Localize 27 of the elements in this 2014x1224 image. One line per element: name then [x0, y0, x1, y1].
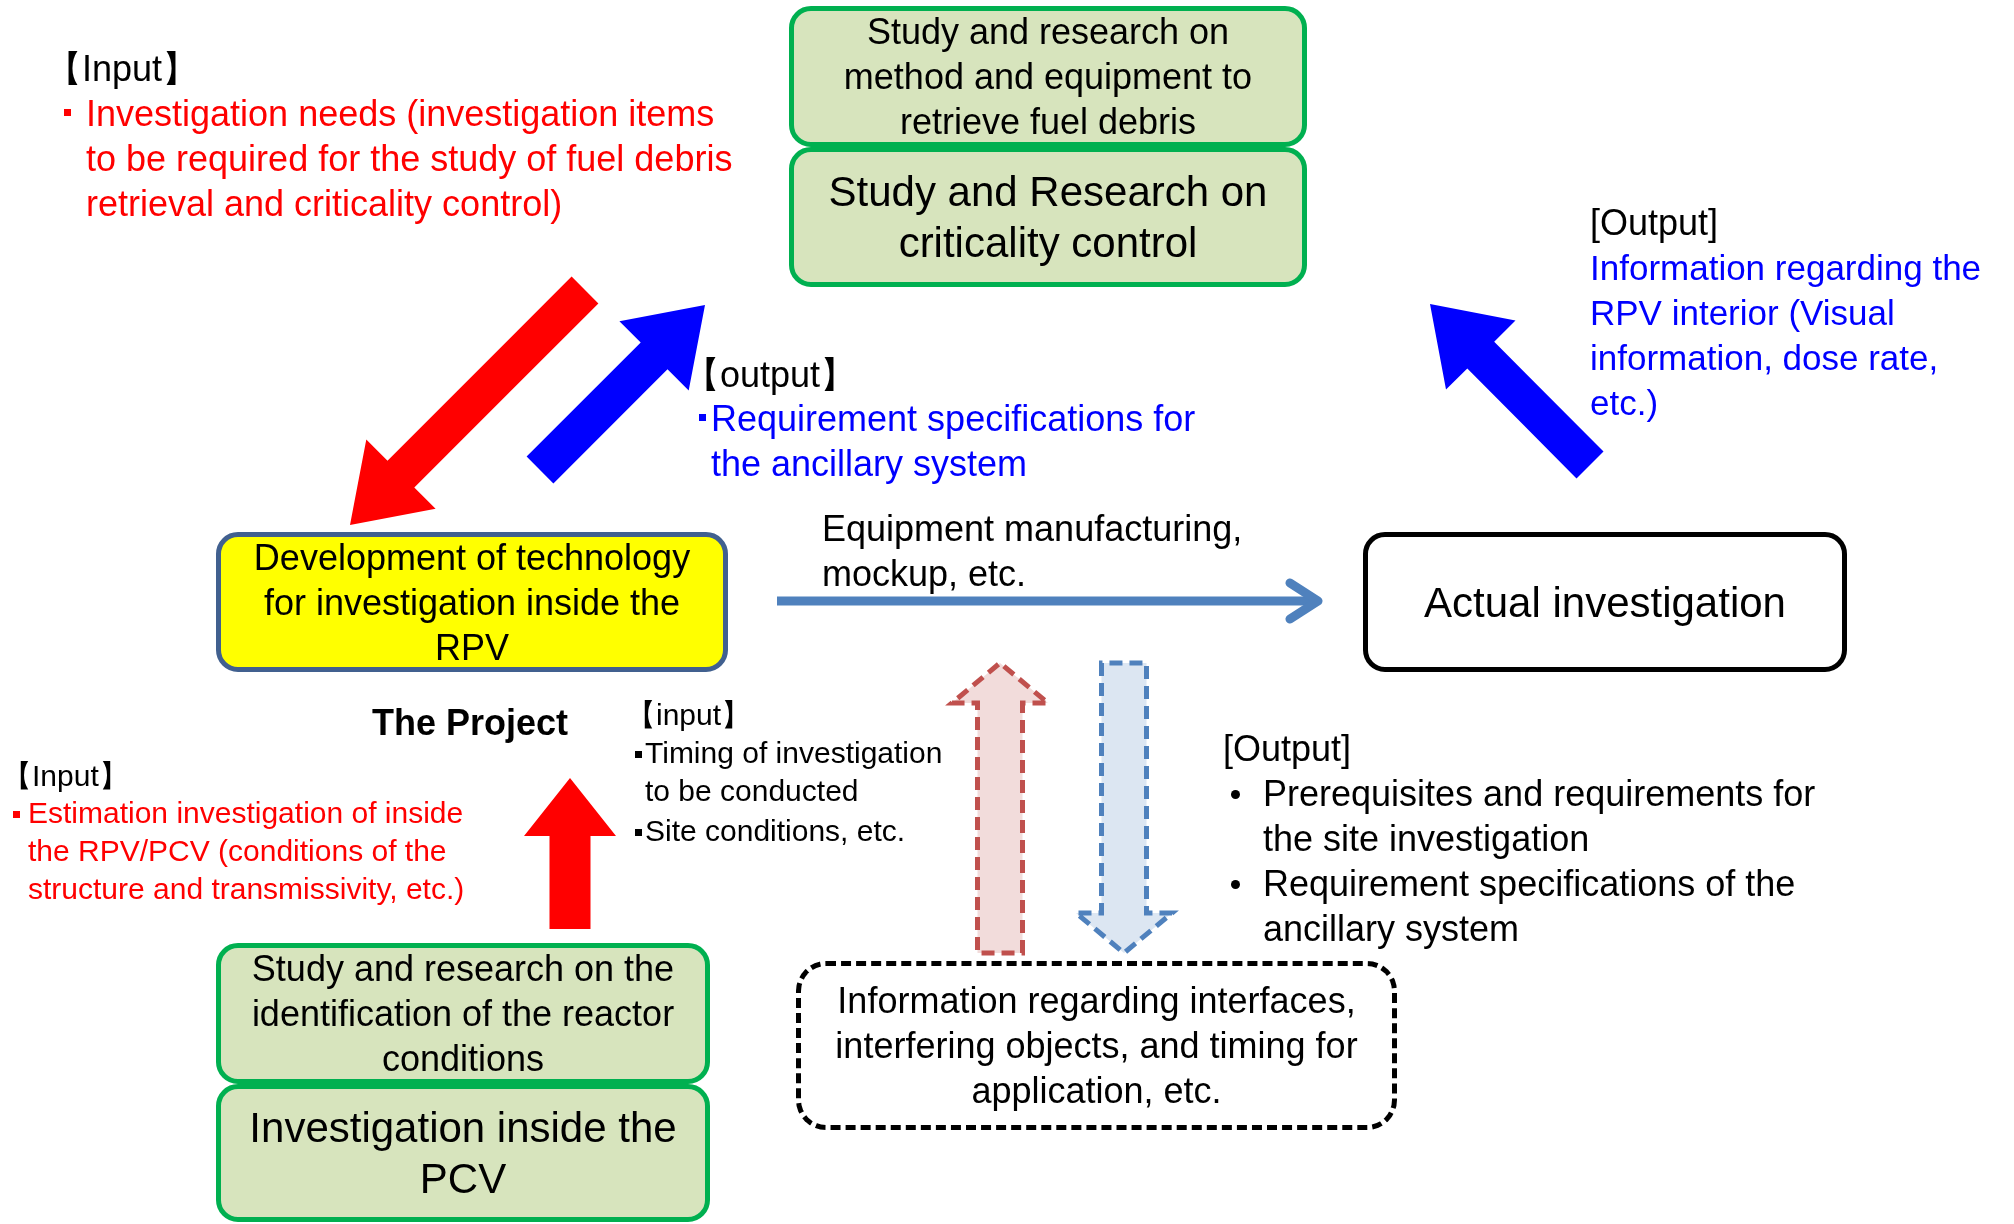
note-text: Site conditions, etc. — [645, 813, 907, 849]
research-box: Study and Research on criticality control — [789, 147, 1307, 287]
note-text: 【input】 — [626, 697, 753, 733]
block-arrow — [524, 778, 616, 929]
block-arrow — [1430, 304, 1604, 479]
note-text: Investigation needs (investigation items to be required for the study of fuel debris retrieval and criticality control) — [86, 92, 734, 226]
research-box: Investigation inside the PCV — [216, 1084, 710, 1222]
note-text: Requirement specifications for the ancillary system — [711, 397, 1197, 486]
research-box: Study and research on method and equipment to retrieve fuel debris — [789, 6, 1307, 147]
note-text: 【Input】 — [2, 758, 130, 794]
note-text: Information regarding the RPV interior (Visual information, dose rate, etc.) — [1590, 247, 1983, 424]
dashed-box: Information regarding interfaces, interfering objects, and timing for application, etc. — [796, 961, 1397, 1130]
note-text: Requirement specifications of the ancillary system — [1263, 862, 1797, 951]
note-text: 【Input】 — [46, 47, 200, 91]
note-text: [Output] — [1223, 727, 1353, 771]
investigation-box: Actual investigation — [1363, 532, 1847, 672]
block-arrow — [526, 305, 705, 484]
note-text: Estimation investigation of inside the RPV/PCV (conditions of the structure and transmissivity, etc.) — [28, 795, 466, 907]
note-text: 【output】 — [684, 353, 858, 397]
project-box: Development of technology for investigation inside the RPV — [216, 532, 728, 672]
research-box: Study and research on the identification of the reactor conditions — [216, 943, 710, 1084]
block-arrow — [350, 276, 599, 525]
note-text: Prerequisites and requirements for the site investigation — [1263, 772, 1817, 861]
note-text: [Output] — [1590, 201, 1720, 245]
caption-text: The Project — [370, 701, 570, 745]
note-text: Timing of investigation to be conducted — [645, 735, 944, 809]
arrow — [777, 578, 1323, 624]
